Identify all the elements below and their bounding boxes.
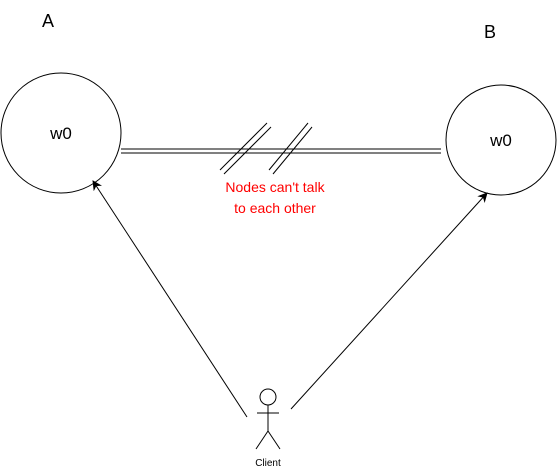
actor-head — [259, 388, 277, 406]
broken-link — [121, 148, 441, 154]
node-a-letter: A — [42, 11, 54, 31]
node-a-circle[interactable] — [0, 72, 122, 194]
client-to-node-b-arrow — [290, 192, 488, 410]
actor-left-leg — [255, 430, 269, 450]
node-a-label: w0 — [49, 124, 72, 143]
break-mark-2a — [268, 122, 309, 171]
node-b-circle[interactable] — [445, 84, 557, 196]
partition-note-line-2: to each other — [234, 200, 316, 216]
node-b-label: w0 — [489, 131, 512, 150]
break-mark-1b — [223, 126, 272, 175]
client-actor-icon[interactable] — [255, 388, 281, 450]
client-label: Client — [255, 458, 281, 469]
break-mark-1a — [219, 122, 268, 171]
break-mark-2b — [272, 126, 313, 175]
node-b-letter: B — [484, 22, 496, 42]
client-to-node-a-arrow — [92, 180, 248, 418]
actor-right-leg — [267, 430, 281, 450]
partition-break-marks — [219, 122, 313, 175]
partition-note-line-1: Nodes can't talk — [225, 179, 325, 195]
